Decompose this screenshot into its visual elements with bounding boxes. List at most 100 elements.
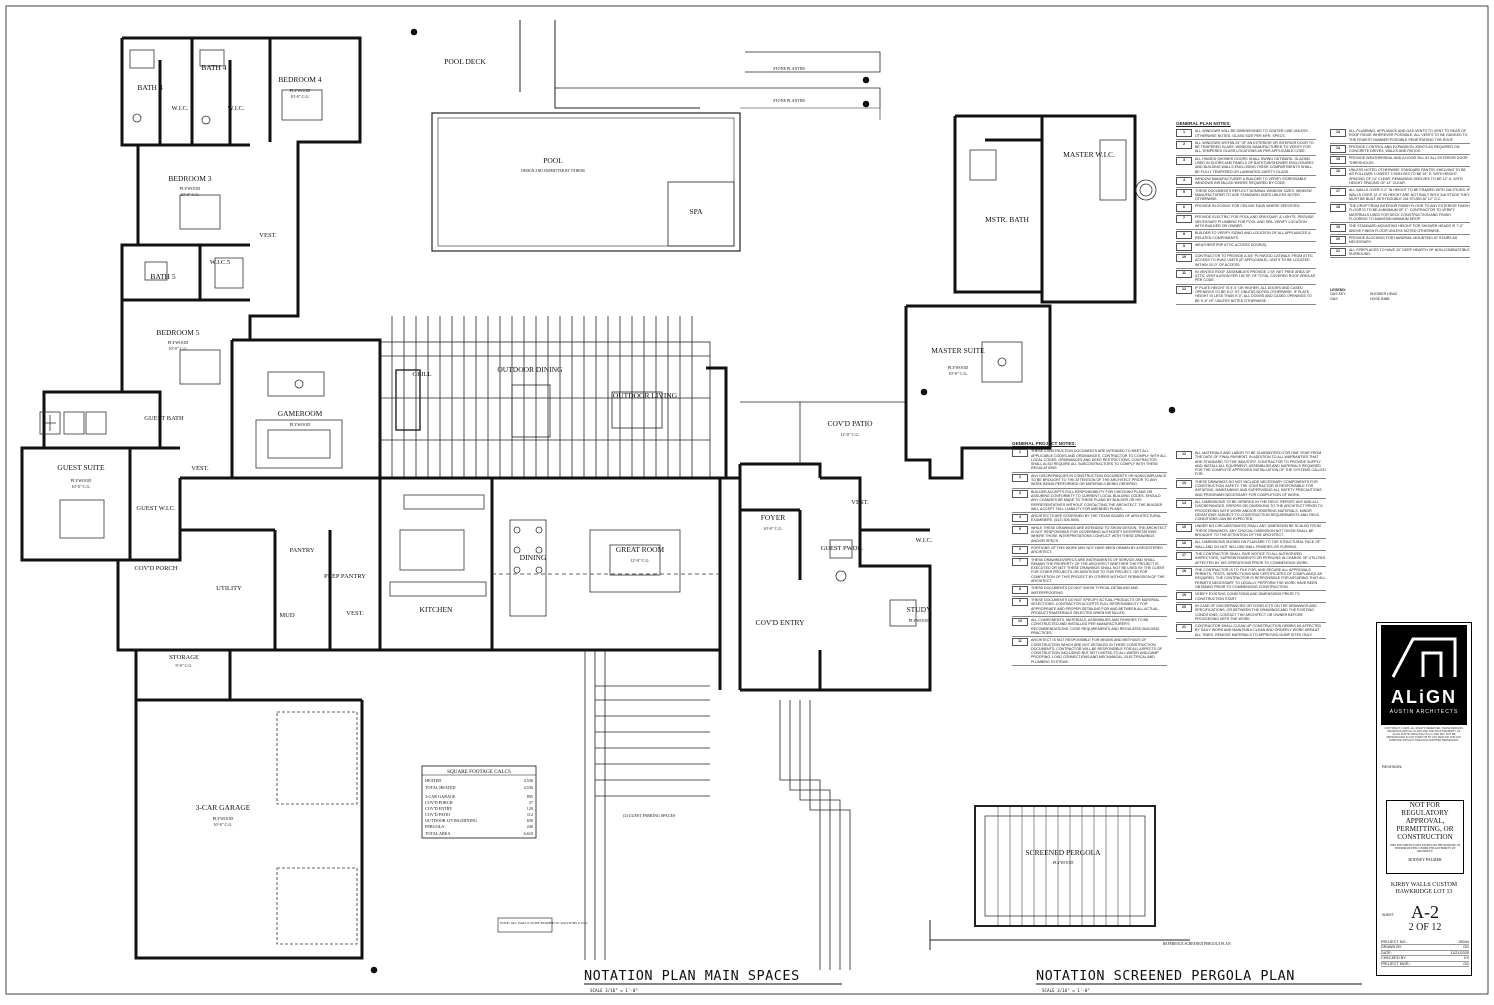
ceiling-tag: PLYWOOD [168,340,189,345]
note-text: ALL HINGED SHOWER DOORS SHALL SWING OUTW… [1195,156,1314,174]
west-wing-walls [20,36,362,562]
stamp-small: THIS DOCUMENT IS RELEASED FOR THE PURPOS… [1389,844,1461,854]
note-number: 16 [1176,540,1192,549]
firm-logo: ALiGN AUSTIN ARCHITECTS [1381,625,1467,725]
covd-patio [740,401,906,464]
sqft-label: COV'D ENTRY [425,806,452,811]
note-text: THE DROP FROM INTERIOR FINISH FLOOR TO A… [1349,204,1470,222]
note-number: 11 [1012,638,1028,647]
label-bath5: BATH 5 [150,272,175,281]
legend-hose-bibb: HOSE BIBB [1370,296,1390,301]
sqft-value: 57 [529,800,533,805]
note-number: 8 [1176,231,1192,240]
meta-value: 11/21/2025 [1450,950,1469,955]
label-outdoor-living: OUTDOOR LIVING [613,391,678,400]
note-text: THE CONTRACTOR SHALL GIVE NOTICE TO ALL … [1195,551,1326,565]
note-number: 4 [1176,176,1192,185]
ceiling-tag: PLYWOOD [909,618,930,623]
misc-notes: (2) GUEST PARKING SPACES NOTE: ALL WALLS… [497,813,1231,946]
note-number: 10 [1176,253,1192,262]
pool-area [431,20,881,252]
meta-key: PROJECT MGR.: [1381,961,1411,966]
note-number: 18 [1176,567,1192,576]
project-line: KIRBY WALLS CUSTOM [1390,882,1458,888]
label-spa: SPA [689,207,703,216]
label-covd-entry: COV'D ENTRY [755,618,805,627]
note-number: 14 [1176,499,1192,508]
label-dining: DINING [520,553,547,562]
note-number: 21 [1176,624,1192,633]
note-number: 1 [1176,129,1192,138]
sqft-label: TOTAL HEATED [425,785,455,790]
note-number: 13 [1330,129,1346,137]
stamp-line: CONSTRUCTION [1397,833,1453,841]
ceiling-tag: 10'-0" C.G. [180,192,199,197]
ceiling-tag: PLYWOOD [948,365,969,370]
label-bedroom4: BEDROOM 4 [278,75,321,84]
note-text: PROVIDE BLOCKING FOR HANDRAIL MOUNTING A… [1349,235,1458,245]
sqft-label: 3-CAR GARAGE [425,794,456,799]
general-project-notes-title: GENERAL PROJECT NOTES: [1012,441,1076,446]
note-text: IF PLATE HEIGHT IS 9'-0" OR HIGHER, ALL … [1195,285,1312,303]
room-labels: POOL DECK POOL DESIGN AND SUBMITTED BY O… [57,57,1115,857]
logo-word: ALiGN [1391,687,1457,707]
kitchen-fixtures [389,494,720,617]
note-text: ARCHITECTS ARE GOVERNED BY THE TEXAS BOA… [1031,514,1161,523]
note-text: CONTRACTOR TO PROVIDE A 3/4" PLYWOOD CAT… [1195,253,1314,267]
note-number: 10 [1012,618,1028,627]
project-name: KIRBY WALLS CUSTOM HAWKRIDGE LOT 13 [1380,882,1468,896]
note-text: ARCHITECT IS NOT RESPONSIBLE FOR MEANS A… [1031,638,1163,664]
walls-note: NOTE: ALL WALLS TO BE FRAMED W/ 2x6 STUD… [500,921,588,925]
note-text: ANY DISCREPANCIES IN CONSTRUCTION DOCUME… [1031,473,1167,487]
title-block [1376,622,1472,976]
interim-review-stamp: NOT FOR REGULATORY APPROVAL, PERMITTING,… [1386,800,1464,874]
meta-row: PROJECT NO.:25044 [1381,940,1469,946]
note-number: 14 [1330,144,1346,153]
label-guest-suite: GUEST SUITE [57,463,105,472]
ceiling-tag: 12'-0" C.G. [840,432,859,437]
note-text: WEATHERSTRIP ATTIC ACCESS DOOR(S). [1195,242,1268,247]
note-text: ALL MATERIALS AND LABOR TO BE GUARANTEED… [1195,451,1326,477]
label-vest2: VEST. [191,465,209,472]
scale-main-plan: SCALE 3/16" = 1'-0" [590,988,638,993]
guest-parking-note: (2) GUEST PARKING SPACES [623,813,675,818]
general-plan-notes-title: GENERAL PLAN NOTES: [1176,121,1231,126]
label-vest1: VEST. [259,232,277,239]
label-stone-planter-1: STONE PLANTER [773,66,805,71]
scale-pergola-plan: SCALE 3/16" = 1'-0" [1042,988,1090,993]
label-grill: GRILL [412,371,431,378]
ceiling-tag: 10'-0" C.G. [290,94,309,99]
title-main-plan: NOTATION PLAN MAIN SPACES [584,968,800,984]
label-master-suite: MASTER SUITE [931,346,985,355]
ceiling-tag: PLYWOOD [71,478,92,483]
label-bedroom5: BEDROOM 5 [156,328,199,337]
note-text: ALL FIREPLACES TO HAVE 20" DEEP HEARTH O… [1349,247,1470,256]
ceiling-tag: 10'-0" C.G. [948,371,967,376]
note-number: 17 [1176,551,1192,560]
sqft-label: HEATED [425,778,441,783]
label-garage: 3-CAR GARAGE [196,803,251,812]
note-text: THESE DRAWINGS DO NOT INCLUDE NECESSARY … [1195,479,1322,497]
ceiling-tag: PLYWOOD [1053,860,1074,865]
east-wing-fixtures [829,139,1157,627]
note-text: CONTRACTOR SHALL CLEAN UP CONSTRUCTION D… [1195,624,1322,637]
copyright-note: COPYRIGHT © 2025. ALL RIGHTS RESERVED. T… [1384,727,1464,742]
note-text: UNLESS NOTED OTHERWISE STANDARD PANTRY S… [1349,168,1466,185]
label-guest-wic: GUEST W.I.C. [136,505,176,512]
note-number: 8 [1012,586,1028,595]
ref-pergola-title: REFERENCE SCREENED PERGOLA PLAN [1163,942,1231,946]
